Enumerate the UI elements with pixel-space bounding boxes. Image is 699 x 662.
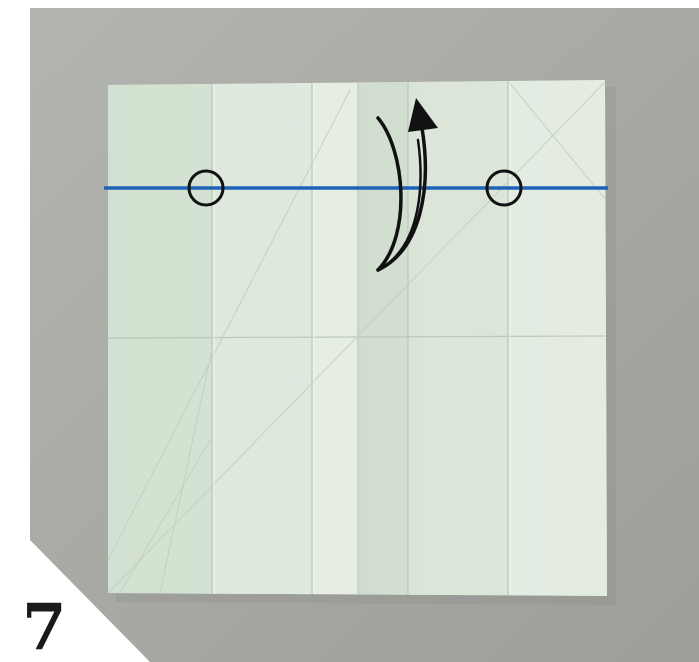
paper-sheet (108, 80, 607, 596)
step-number: 7 (22, 596, 67, 660)
